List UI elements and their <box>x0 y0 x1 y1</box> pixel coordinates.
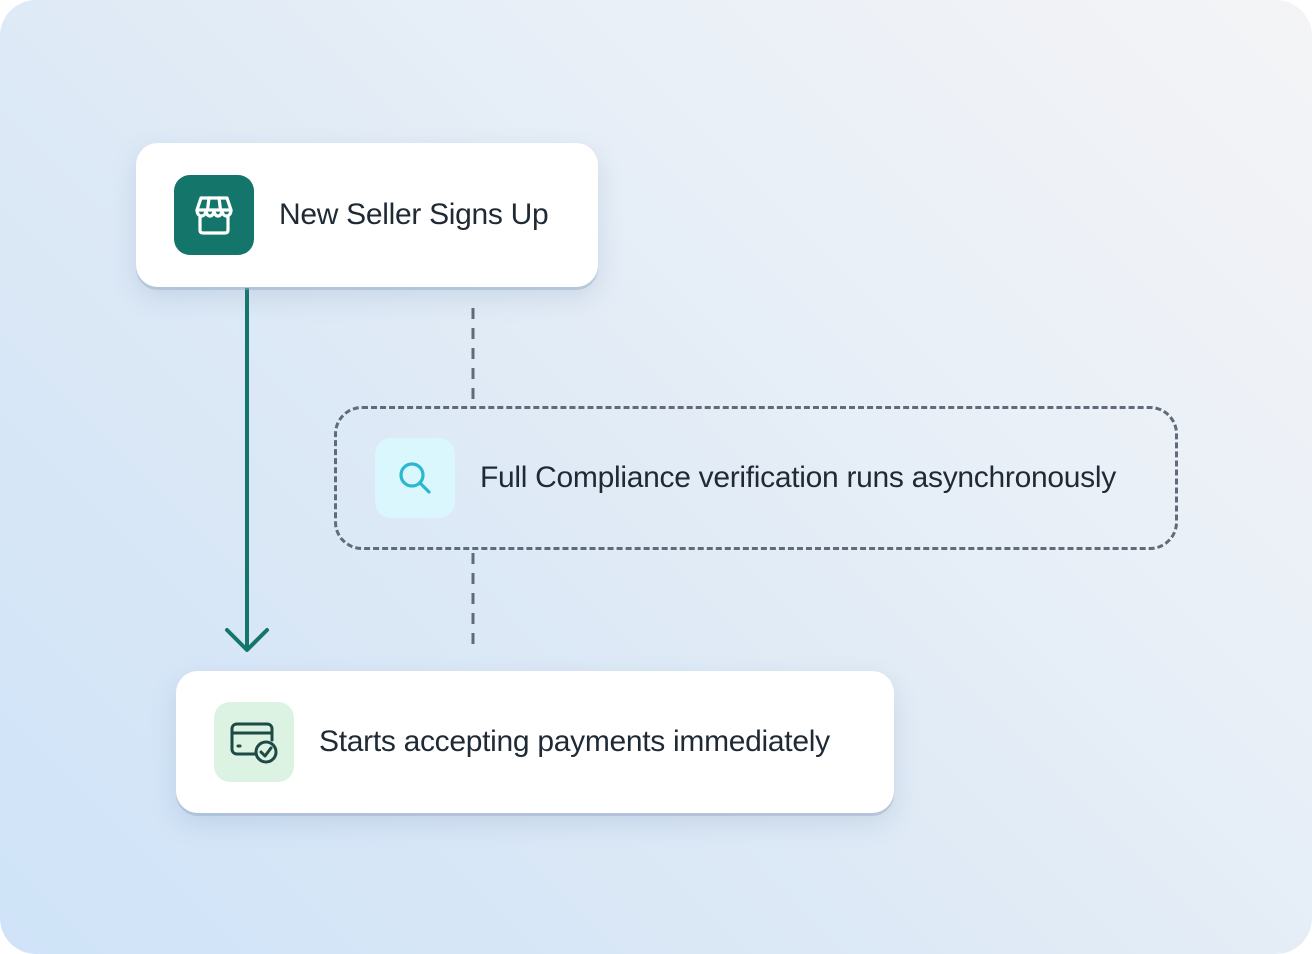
step-compliance-verification: Full Compliance verification runs asynch… <box>334 406 1178 550</box>
card-check-icon <box>230 722 278 764</box>
signup-label: New Seller Signs Up <box>279 198 549 231</box>
step-accept-payments: Starts accepting payments immediately <box>176 671 894 813</box>
step-new-seller-signup: New Seller Signs Up <box>136 143 598 287</box>
payments-icon-tile <box>214 702 294 782</box>
compliance-label: Full Compliance verification runs asynch… <box>480 461 1116 494</box>
compliance-icon-tile <box>375 438 455 518</box>
main-flow-arrow-head <box>225 628 269 652</box>
payments-label: Starts accepting payments immediately <box>319 725 830 758</box>
signup-icon-tile <box>174 175 254 255</box>
search-icon <box>399 462 431 494</box>
storefront-icon <box>195 196 233 235</box>
